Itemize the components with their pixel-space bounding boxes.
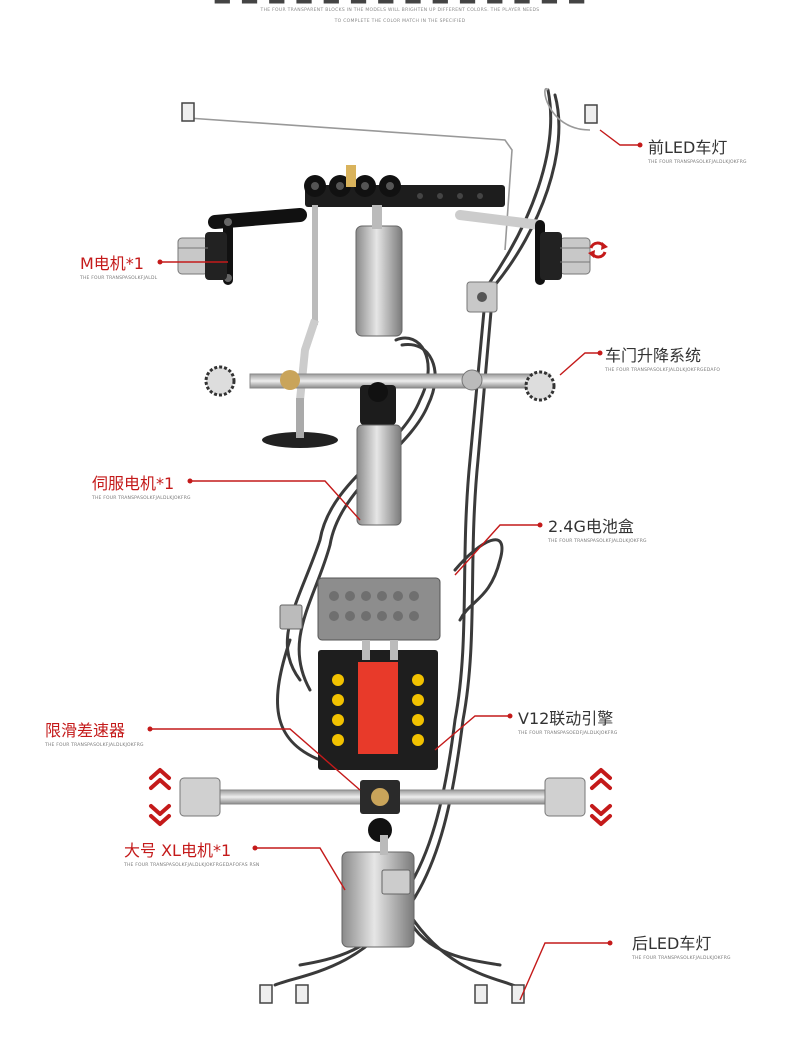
label-xl-motor: 大号 XL电机*1 THE FOUR TRANSPASOLKFJALDLKJOK… xyxy=(124,837,259,868)
front-right-hub xyxy=(540,232,591,280)
steering-column xyxy=(262,205,338,448)
battery-box xyxy=(279,577,441,641)
front-light-wire-right xyxy=(544,87,591,131)
label-door-lift-text: 车门升降系统 xyxy=(605,346,702,365)
label-battery-sub: THE FOUR TRANSPASOLKFJALDLKJOKFRG xyxy=(548,539,647,544)
label-battery-text: 2.4G电池盒 xyxy=(548,517,634,536)
door-lift-system xyxy=(204,365,556,402)
label-servo-text: 伺服电机*1 xyxy=(92,474,175,493)
label-v12-sub: THE FOUR TRANSPASOEDFJALDLKJOKFRG xyxy=(518,731,618,736)
door-lift-left-gear xyxy=(204,365,236,397)
top-gear-rack xyxy=(304,165,505,207)
front-light-wire xyxy=(187,117,513,251)
differential-unit xyxy=(360,780,400,814)
arrow-down-double-icon xyxy=(149,804,171,826)
rear-axle xyxy=(179,777,586,842)
label-front-led-sub: THE FOUR TRANSPASOLKFJALDLKJOKFRG xyxy=(648,160,747,165)
front-sensor-box xyxy=(466,281,498,313)
header-subtitle-line1: THE FOUR TRANSPARENT BLOCKS IN THE MODEL… xyxy=(260,8,540,13)
callout-dots xyxy=(147,142,643,946)
label-front-led: 前LED车灯 THE FOUR TRANSPASOLKFJALDLKJOKFRG xyxy=(648,134,747,165)
label-rear-led-sub: THE FOUR TRANSPASOLKFJALDLKJOKFRG xyxy=(632,956,731,961)
v12-engine xyxy=(318,640,438,770)
arrow-down-double-icon-right xyxy=(590,804,612,826)
label-door-lift: 车门升降系统 THE FOUR TRANSPASOLKFJALDLKJOKFRG… xyxy=(605,342,720,373)
label-door-lift-sub: THE FOUR TRANSPASOLKFJALDLKJOKFRGEDAFO xyxy=(605,368,721,373)
front-led-right xyxy=(584,104,598,124)
m-motor xyxy=(355,205,403,337)
arrow-up-double-icon xyxy=(149,768,171,790)
callout-lines xyxy=(150,129,640,1001)
label-m-motor-sub: THE FOUR TRANSPASOLKFJALDL xyxy=(80,276,158,281)
front-left-hub xyxy=(177,232,227,280)
label-v12: V12联动引擎 THE FOUR TRANSPASOEDFJALDLKJOKFR… xyxy=(518,705,618,736)
header-subtitle-line2: TO COMPLETE THE COLOR MATCH IN THE SPECI… xyxy=(334,19,466,24)
rear-leds xyxy=(259,984,525,1004)
label-xl-motor-sub: THE FOUR TRANSPASOLKFJALDLKJOKFRGEDAFOFA… xyxy=(124,863,260,868)
label-m-motor: M电机*1 THE FOUR TRANSPASOLKFJALDL xyxy=(80,250,157,281)
label-differential-text: 限滑差速器 xyxy=(45,721,126,740)
label-servo-sub: THE FOUR TRANSPASOLKFJALDLKJOKFRG xyxy=(92,496,191,501)
label-differential: 限滑差速器 THE FOUR TRANSPASOLKFJALDLKJOKFRG xyxy=(45,717,144,748)
label-servo: 伺服电机*1 THE FOUR TRANSPASOLKFJALDLKJOKFRG xyxy=(92,470,191,501)
label-xl-motor-text: 大号 XL电机*1 xyxy=(124,841,232,860)
servo-motor xyxy=(356,382,402,526)
header-title-cropped: ▬ ▬ ▬ ▬ ▬ ▬ ▬ ▬ ▬ ▬ ▬ ▬ ▬ ▬ xyxy=(0,0,800,10)
label-m-motor-text: M电机*1 xyxy=(80,254,144,273)
xl-motor xyxy=(341,835,415,948)
front-led-left xyxy=(181,102,195,122)
label-rear-led: 后LED车灯 THE FOUR TRANSPASOLKFJALDLKJOKFRG xyxy=(632,930,731,961)
rotate-icon xyxy=(588,241,608,259)
label-v12-text: V12联动引擎 xyxy=(518,709,614,728)
label-front-led-text: 前LED车灯 xyxy=(648,138,728,157)
arrow-up-double-icon-right xyxy=(590,768,612,790)
label-battery: 2.4G电池盒 THE FOUR TRANSPASOLKFJALDLKJOKFR… xyxy=(548,513,647,544)
label-differential-sub: THE FOUR TRANSPASOLKFJALDLKJOKFRG xyxy=(45,743,144,748)
door-lift-right-gear xyxy=(524,370,556,402)
label-rear-led-text: 后LED车灯 xyxy=(632,934,712,953)
